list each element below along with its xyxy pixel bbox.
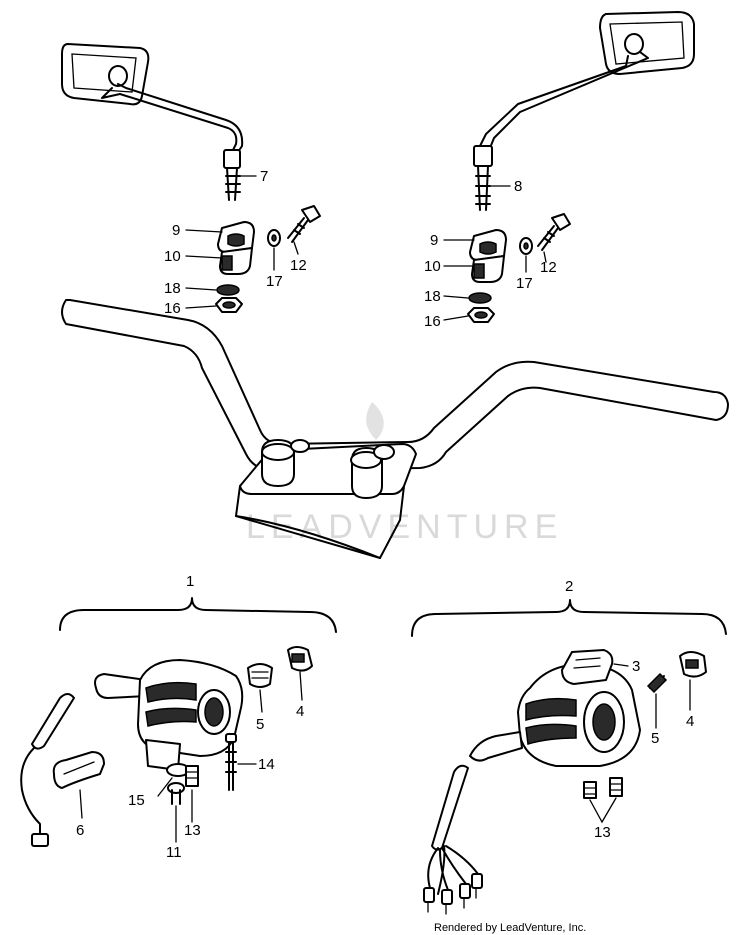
- callout-9-right: 9: [430, 232, 438, 249]
- callout-17-right: 17: [516, 275, 533, 292]
- callout-labels: 7 8 9 10 17 12 18 16 9 10 17 12 18 16 1 …: [76, 168, 694, 861]
- nut-right: [467, 307, 495, 323]
- callout-8: 8: [514, 178, 522, 195]
- callout-16-right: 16: [424, 313, 441, 330]
- group-bracket-right: [411, 599, 727, 637]
- bolt-left: [287, 205, 321, 243]
- leader-lines: [79, 175, 691, 843]
- callout-13-left: 13: [184, 822, 201, 839]
- callout-11: 11: [166, 844, 182, 861]
- nut-left: [215, 297, 243, 313]
- left-switch-screw-short: [185, 765, 199, 787]
- callout-12-left: 12: [290, 257, 307, 274]
- left-switch-knob: [247, 663, 273, 688]
- right-switch-wires: [423, 764, 483, 915]
- right-switch-screws: [583, 777, 623, 799]
- washer-right: [519, 237, 533, 255]
- callout-5-right: 5: [651, 730, 659, 747]
- mirror-right: [473, 11, 695, 211]
- right-switch-housing: [469, 663, 641, 767]
- right-switch-pin: [646, 672, 668, 694]
- washer-small-left: [216, 284, 240, 296]
- callout-1: 1: [186, 573, 194, 590]
- left-switch-housing: [94, 659, 244, 771]
- right-switch-lever: [561, 649, 614, 685]
- left-switch-cover: [52, 751, 105, 789]
- left-switch-cap: [287, 646, 313, 672]
- credit-text: Rendered by LeadVenture, Inc.: [434, 922, 586, 934]
- callout-7: 7: [260, 168, 268, 185]
- callout-10-right: 10: [424, 258, 441, 275]
- left-switch-wire: [20, 693, 75, 847]
- mirror-left: [61, 43, 244, 201]
- callout-14: 14: [258, 756, 275, 773]
- bolt-right: [537, 213, 571, 251]
- handlebar-clamp: [235, 439, 417, 559]
- callout-10-left: 10: [164, 248, 181, 265]
- watermark-flame-icon: [366, 402, 384, 440]
- callout-4-left: 4: [296, 703, 304, 720]
- callout-15: 15: [128, 792, 145, 809]
- callout-5-left: 5: [256, 716, 264, 733]
- washer-small-right: [468, 292, 492, 304]
- callout-2: 2: [565, 578, 573, 595]
- callout-16-left: 16: [164, 300, 181, 317]
- left-switch-screw-bottom: [167, 782, 185, 805]
- callout-9-left: 9: [172, 222, 180, 239]
- callout-4-right: 4: [686, 713, 694, 730]
- callout-13-right: 13: [594, 824, 611, 841]
- watermark-text: LEADVENTURE: [246, 508, 563, 546]
- callout-18-left: 18: [164, 280, 181, 297]
- callout-6: 6: [76, 822, 84, 839]
- right-switch-cap: [679, 651, 707, 678]
- holder-right: [469, 229, 507, 283]
- group-bracket-left: [59, 597, 337, 633]
- holder-left: [217, 221, 255, 275]
- left-switch-screw-long: [225, 733, 237, 791]
- callout-17-left: 17: [266, 273, 283, 290]
- callout-18-right: 18: [424, 288, 441, 305]
- washer-left: [267, 229, 281, 247]
- callout-3: 3: [632, 658, 640, 675]
- callout-12-right: 12: [540, 259, 557, 276]
